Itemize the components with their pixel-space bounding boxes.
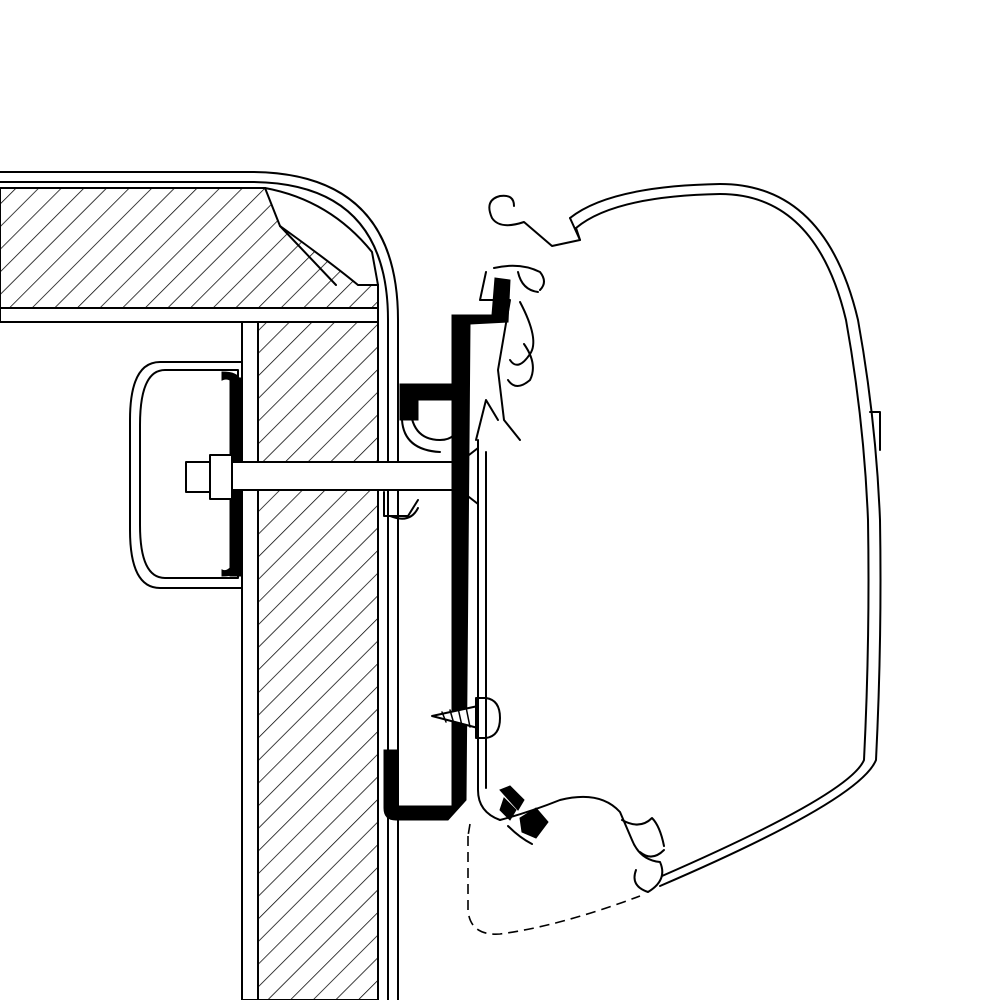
mounting-adapter (383, 277, 511, 821)
roof-section (0, 187, 379, 323)
alternative-profile-outline (467, 823, 641, 935)
bolt (185, 447, 479, 505)
screw (431, 697, 501, 739)
awning-cassette (475, 183, 882, 893)
adapter-clip (383, 401, 461, 520)
wall-section (241, 284, 379, 1000)
outer-skin (0, 171, 399, 1000)
